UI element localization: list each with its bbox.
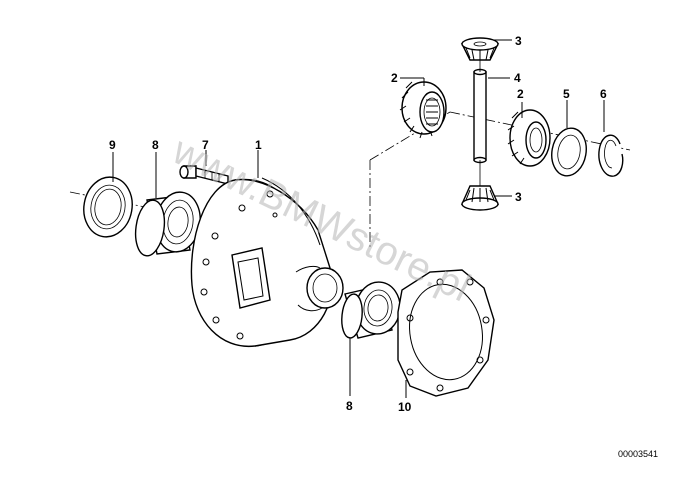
- pinion-shaft-part-4: [473, 60, 487, 186]
- callout-7: 7: [202, 138, 209, 152]
- callout-8-left: 8: [152, 138, 159, 152]
- callout-3-bottom: 3: [515, 190, 522, 204]
- callout-8-right: 8: [346, 399, 353, 413]
- callout-2-right: 2: [517, 87, 524, 101]
- callout-5: 5: [563, 87, 570, 101]
- callout-3-top: 3: [515, 34, 522, 48]
- side-gear-part-2-right: [507, 109, 551, 167]
- bearing-part-8-right: [341, 281, 401, 339]
- side-gear-part-2-left: [399, 81, 447, 139]
- callout-9: 9: [109, 138, 116, 152]
- gasket-part-10: [397, 269, 495, 397]
- callout-2-left: 2: [391, 71, 398, 85]
- callouts: 1 2 2 3 3 4 5 6 7 8 8 9 10: [109, 34, 607, 414]
- pinion-gear-part-3-bottom: [460, 185, 500, 211]
- pinion-gear-part-3-top: [460, 37, 500, 61]
- circlip-part-6: [598, 134, 624, 177]
- thrust-washer-part-5: [551, 127, 587, 177]
- callout-4: 4: [514, 71, 521, 85]
- leader-lines: [112, 39, 605, 398]
- seal-ring-part-9: [83, 176, 133, 238]
- callout-6: 6: [600, 87, 607, 101]
- callout-10: 10: [398, 400, 412, 414]
- differential-housing-part-1: [190, 177, 344, 347]
- bearing-part-8-left: [134, 191, 201, 257]
- callout-1: 1: [255, 138, 262, 152]
- reference-number: 00003541: [618, 449, 658, 459]
